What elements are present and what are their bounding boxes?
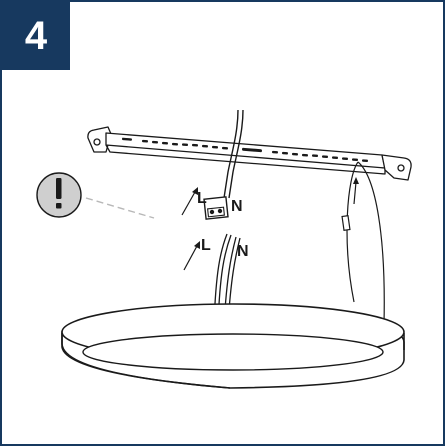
mains-cable — [223, 109, 244, 199]
step-number-badge: 4 — [2, 2, 70, 70]
mains-live-label: L — [201, 237, 211, 254]
mains-neutral-label: N — [237, 243, 249, 260]
terminal-block — [203, 196, 229, 220]
connect-arrows — [181, 177, 359, 271]
fixture-live-label: L — [197, 190, 207, 207]
bracket-slots — [121, 137, 368, 163]
exclamation-circle-icon — [36, 172, 82, 218]
led-panel — [61, 303, 405, 389]
mounting-bracket — [87, 126, 412, 181]
warning-leader-line — [85, 197, 155, 219]
safety-cord — [341, 161, 385, 325]
fixture-neutral-label: N — [231, 198, 243, 215]
